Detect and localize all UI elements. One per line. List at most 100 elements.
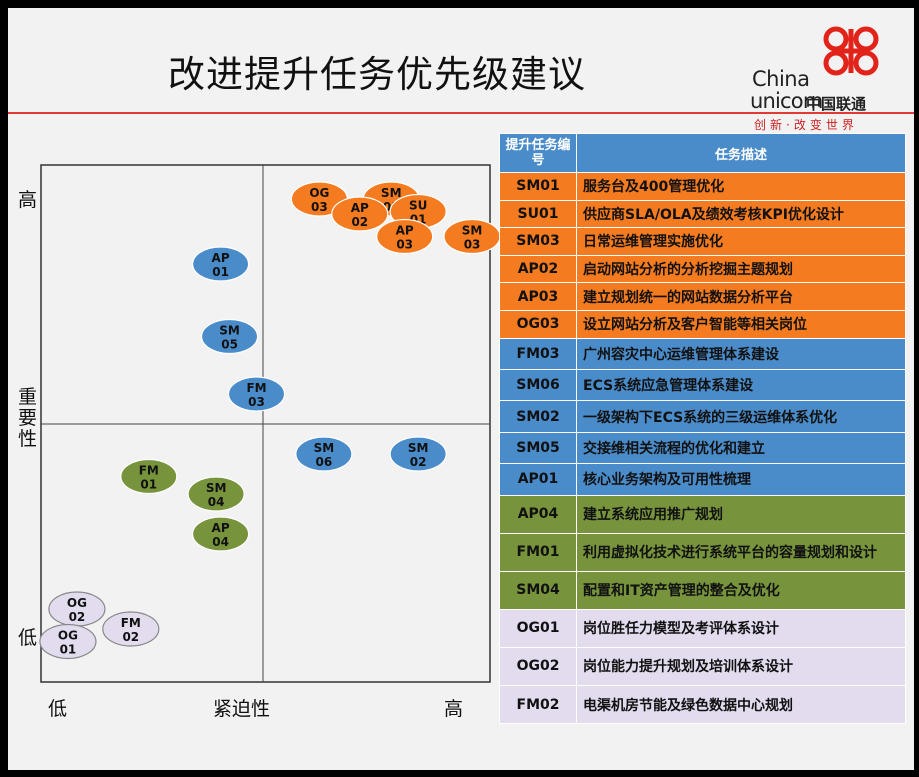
data-point-label-number: 02 [122,630,139,644]
data-point-label-number: 01 [140,478,157,492]
logo-text-unicom: unicom [750,89,823,113]
task-code-cell: SM01 [499,172,577,201]
task-code-cell: SM04 [499,570,577,610]
data-point-fm02: FM02 [102,611,160,647]
point-layer: OG03SM01AP02SU01AP03SM03AP01SM05FM03SM06… [39,181,501,660]
task-code-cell: FM03 [499,337,577,370]
data-point-label-prefix: SM [314,441,335,455]
data-point-og02: OG02 [48,591,106,627]
page-title: 改进提升任务优先级建议 [168,53,586,96]
data-point-label-number: 05 [221,338,238,352]
task-desc-cell: 一级架构下ECS系统的三级运维体系优化 [576,400,906,433]
unicom-knot-icon [823,26,879,76]
data-point-label-prefix: OG [67,596,87,610]
data-point-label-number: 03 [464,238,481,252]
x-axis-low-label: 低 [48,698,67,720]
y-axis-high-label: 高 [18,189,37,211]
data-point-label-prefix: AP [212,251,230,265]
data-point-sm06: SM06 [295,436,353,472]
priority-matrix-chart: 高 重 要 性 低 低 紧迫性 高 OG03SM01AP02SU01AP03SM… [18,164,501,720]
task-desc-cell: 设立网站分析及客户智能等相关岗位 [576,309,906,339]
data-point-label-prefix: FM [139,464,159,478]
task-code-cell: FM01 [499,532,577,572]
data-point-label-number: 02 [69,610,86,624]
task-code-cell: SU01 [499,199,577,229]
data-point-label-number: 06 [316,455,333,469]
task-desc-cell: 建立规划统一的网站数据分析平台 [576,282,906,311]
data-point-marker [192,246,250,282]
data-point-marker [389,436,447,472]
task-desc-cell: 广州容灾中心运维管理体系建设 [576,337,906,370]
data-point-marker [331,196,389,232]
task-code-cell: SM06 [499,368,577,402]
logo-text-china: China [752,67,810,91]
task-code-cell: SM03 [499,227,577,256]
data-point-label-number: 01 [212,265,229,279]
data-point-marker [376,218,434,255]
data-point-marker [187,476,245,512]
task-desc-cell: 交接维相关流程的优化和建立 [576,431,906,465]
data-point-label-number: 03 [396,238,413,252]
data-point-marker [102,611,160,647]
data-point-og01: OG01 [39,623,97,660]
data-point-label-number: 02 [351,215,368,229]
task-desc-cell: 配置和IT资产管理的整合及优化 [576,570,906,610]
data-point-sm03: SM03 [443,218,501,255]
slide: 改进提升任务优先级建议 China unicom 中国联通 创新·改变世界 高 … [8,8,914,770]
data-point-marker [39,623,97,660]
data-point-ap01: AP01 [192,246,250,282]
data-point-marker [120,458,178,495]
data-point-label-prefix: FM [121,616,141,630]
task-code-cell: OG02 [499,646,577,687]
header-code: 提升任务编号 [499,133,577,173]
data-point-label-number: 02 [410,455,427,469]
brand-logo: China unicom 中国联通 创新·改变世界 [750,23,910,132]
data-point-label-prefix: SM [381,186,402,200]
task-desc-cell: 岗位胜任力模型及考评体系设计 [576,608,906,648]
title-divider [8,112,914,114]
header-desc: 任务描述 [576,133,906,173]
task-desc-cell: 启动网站分析的分析挖掘主题规划 [576,254,906,284]
data-point-sm05: SM05 [200,318,259,355]
task-desc-cell: 日常运维管理实施优化 [576,227,906,256]
data-point-marker [227,376,286,412]
task-code-cell: AP01 [499,463,577,496]
task-desc-cell: 建立系统应用推广规划 [576,494,906,534]
data-point-label-prefix: SM [408,441,429,455]
data-point-label-number: 03 [311,200,328,214]
data-point-label-prefix: AP [212,521,230,535]
data-point-label-prefix: SM [206,481,227,495]
task-desc-cell: ECS系统应急管理体系建设 [576,368,906,402]
y-axis-title-char-3: 性 [18,428,37,450]
data-point-marker [200,318,259,355]
data-point-label-number: 01 [60,643,77,657]
task-desc-cell: 核心业务架构及可用性梳理 [576,463,906,496]
data-point-sm02: SM02 [389,436,447,472]
data-point-label-prefix: SM [462,224,483,238]
task-code-cell: FM02 [499,685,577,725]
data-point-sm04: SM04 [187,476,245,512]
task-code-cell: OG01 [499,608,577,648]
logo-slogan: 创新·改变世界 [754,118,858,132]
y-axis-title: 重 要 性 [18,386,43,450]
data-point-ap03: AP03 [376,218,434,255]
data-point-label-prefix: FM [246,381,266,395]
data-point-marker [192,516,250,552]
table-header-row: 提升任务编号 任务描述 [499,133,906,173]
data-point-ap02: AP02 [331,196,389,232]
